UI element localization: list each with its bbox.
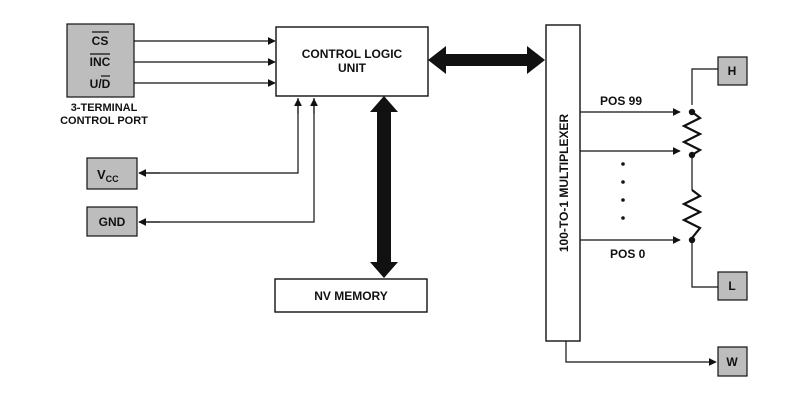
control-input-arrows [134, 37, 276, 87]
control-logic-block: CONTROL LOGIC UNIT [275, 26, 429, 97]
ellipsis-dot [621, 216, 625, 220]
vcc-sub: CC [106, 174, 119, 184]
w-label: W [726, 355, 738, 369]
nv-memory-block: NV MEMORY [274, 278, 428, 313]
multiplexer-box [545, 24, 581, 342]
bus-logic-mux [428, 46, 545, 74]
gnd-block: GND [86, 206, 138, 237]
resistor-bottom [681, 189, 703, 239]
ellipsis-dot [621, 180, 625, 184]
control-logic-line1: CONTROL LOGIC [302, 47, 403, 61]
h-wire [691, 68, 718, 105]
l-wire [691, 243, 718, 288]
vcc-label: VCC [97, 167, 119, 184]
gnd-box [86, 206, 138, 237]
gnd-label: GND [99, 215, 126, 229]
vcc-wire [139, 98, 299, 174]
vcc-box [86, 157, 138, 190]
h-label: H [728, 64, 737, 78]
vcc-main: V [97, 167, 106, 182]
control-logic-line2: UNIT [338, 61, 367, 75]
pos-99-label: POS 99 [600, 94, 642, 108]
control-port-box [66, 23, 135, 98]
bus-logic-memory [370, 96, 398, 278]
vcc-block: VCC [86, 157, 138, 190]
l-terminal-block: L [717, 271, 748, 301]
nv-memory-box [274, 278, 428, 313]
h-box [717, 56, 748, 86]
nv-memory-label: NV MEMORY [314, 289, 388, 303]
w-terminal-block: W [717, 346, 748, 377]
control-logic-box [275, 26, 429, 97]
control-port-block: CS INC U/D 3-TERMINAL CONTROL PORT [60, 23, 148, 127]
control-port-label-line2: CONTROL PORT [60, 115, 148, 127]
node-pos-0 [688, 236, 696, 244]
control-port-label-line1: 3-TERMINAL [71, 102, 138, 114]
w-box [717, 346, 748, 377]
pos-0-label: POS 0 [610, 247, 646, 261]
ellipsis-dot [621, 198, 625, 202]
multiplexer-label: 100-TO-1 MULTIPLEXER [557, 114, 571, 253]
pin-cs-label: CS [92, 34, 109, 48]
gnd-wire [139, 98, 315, 223]
resistor-top [681, 111, 703, 156]
h-terminal-block: H [717, 56, 748, 86]
pin-ud-label: U/D [90, 77, 111, 91]
multiplexer-outputs: POS 99 POS 0 [580, 94, 681, 261]
multiplexer-block: 100-TO-1 MULTIPLEXER [545, 24, 581, 342]
node-2 [688, 151, 696, 159]
pin-inc-label: INC [90, 55, 111, 69]
ellipsis-dot [621, 162, 625, 166]
l-box [717, 271, 748, 301]
l-label: L [728, 279, 735, 293]
w-wire [565, 341, 717, 366]
